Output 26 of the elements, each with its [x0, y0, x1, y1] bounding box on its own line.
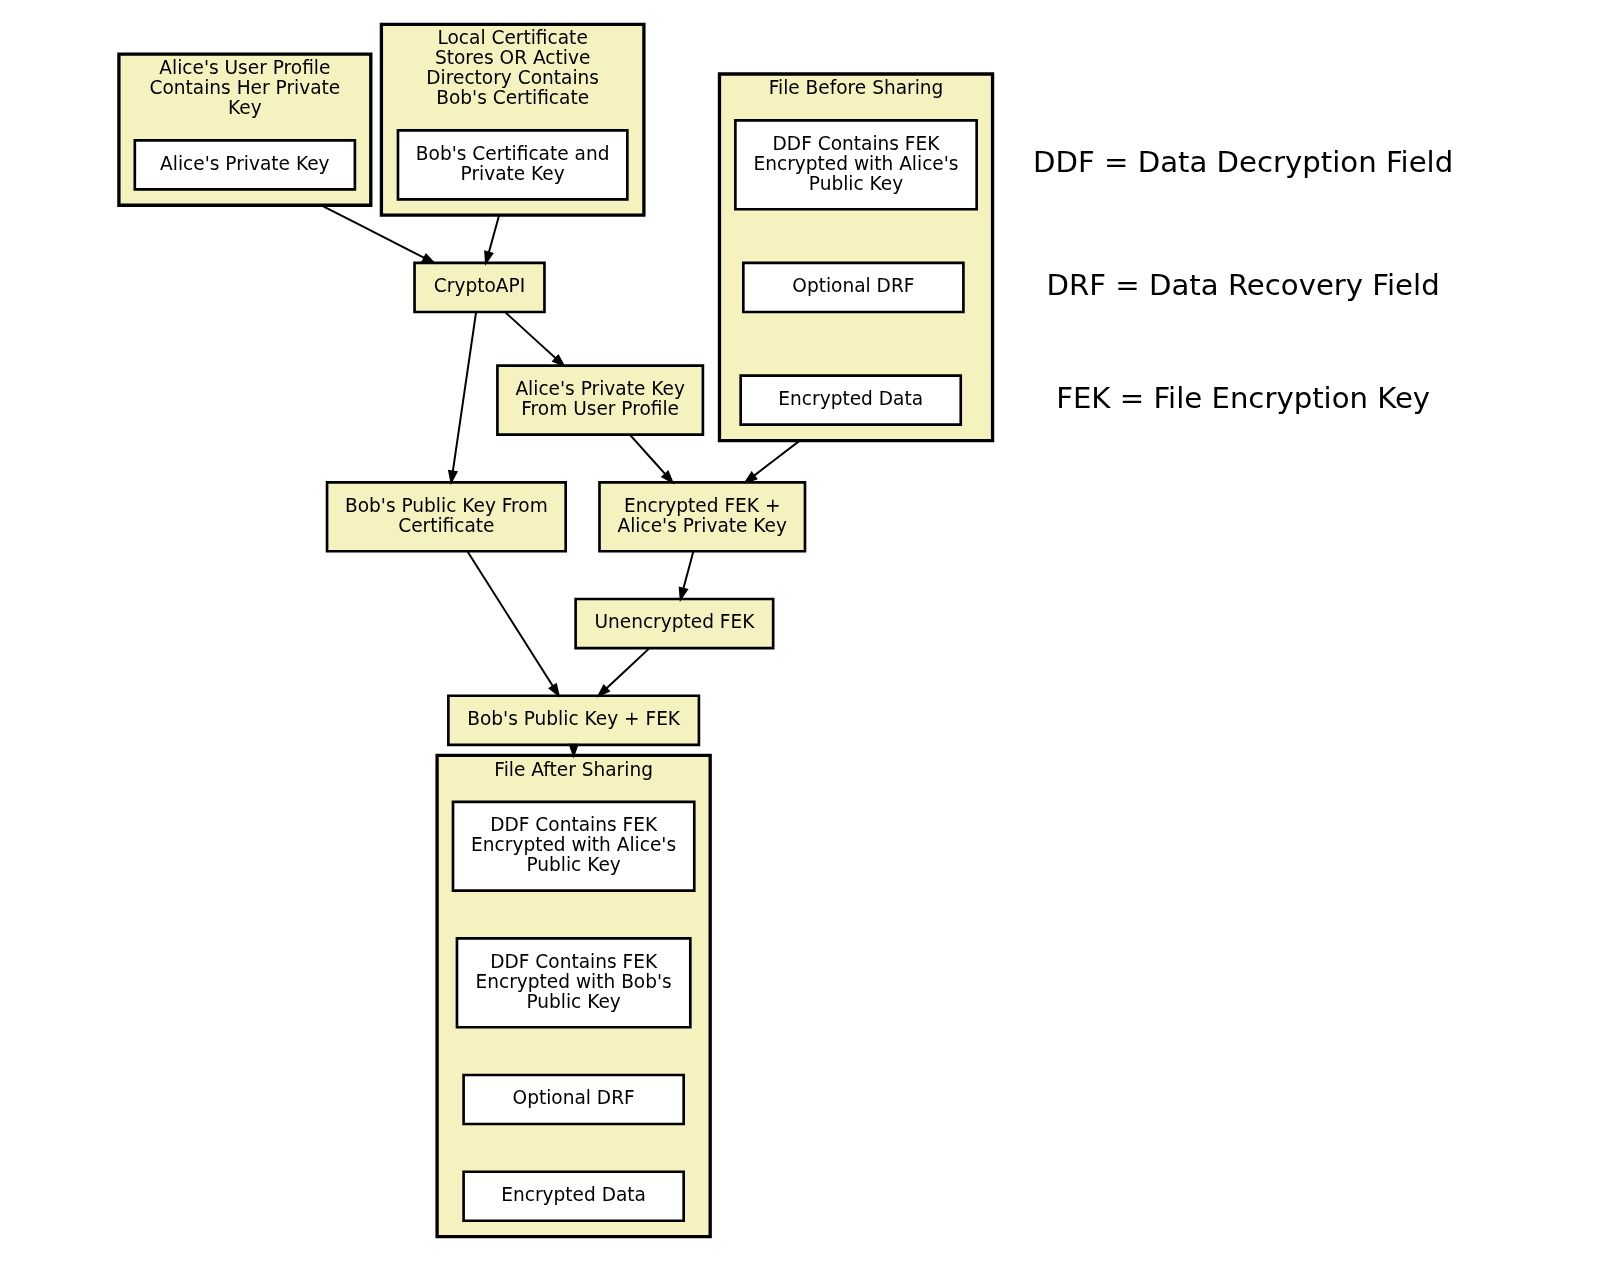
- arrow: [678, 550, 695, 602]
- arrow: [504, 311, 566, 368]
- label: FEK = File Encryption Key: [1056, 380, 1431, 415]
- node-box: CryptoAPI: [413, 261, 546, 314]
- label: DDF = Data Decryption Field: [1033, 145, 1454, 180]
- node-box: DDF Contains FEK Encrypted with Bob's Public Key: [455, 937, 692, 1029]
- node-box: DDF Contains FEK Encrypted with Alice's Public Key: [451, 800, 696, 892]
- node-box: Optional DRF: [462, 1073, 685, 1126]
- arrow: [484, 214, 501, 266]
- node-box: Alice's Private Key From User Profile: [496, 364, 705, 436]
- node-box: Encrypted Data: [739, 374, 963, 426]
- arrow: [447, 311, 478, 485]
- label: DRF = Data Recovery Field: [1046, 267, 1440, 302]
- node-box: Bob's Certificate and Private Key: [396, 129, 629, 201]
- arrow: [466, 550, 561, 698]
- node-box: DDF Contains FEK Encrypted with Alice's Public Key: [734, 119, 978, 211]
- node-box: Encrypted FEK + Alice's Private Key: [598, 481, 807, 553]
- arrow: [629, 434, 675, 485]
- node-box: Encrypted Data: [462, 1170, 685, 1223]
- node-box: Optional DRF: [742, 261, 965, 314]
- arrow: [743, 439, 801, 485]
- arrow: [320, 204, 437, 265]
- node-box: Alice's Private Key: [133, 139, 357, 191]
- node-box: Bob's Public Key From Certificate: [325, 481, 567, 553]
- node-box: Unencrypted FEK: [574, 597, 775, 650]
- arrow: [596, 647, 651, 698]
